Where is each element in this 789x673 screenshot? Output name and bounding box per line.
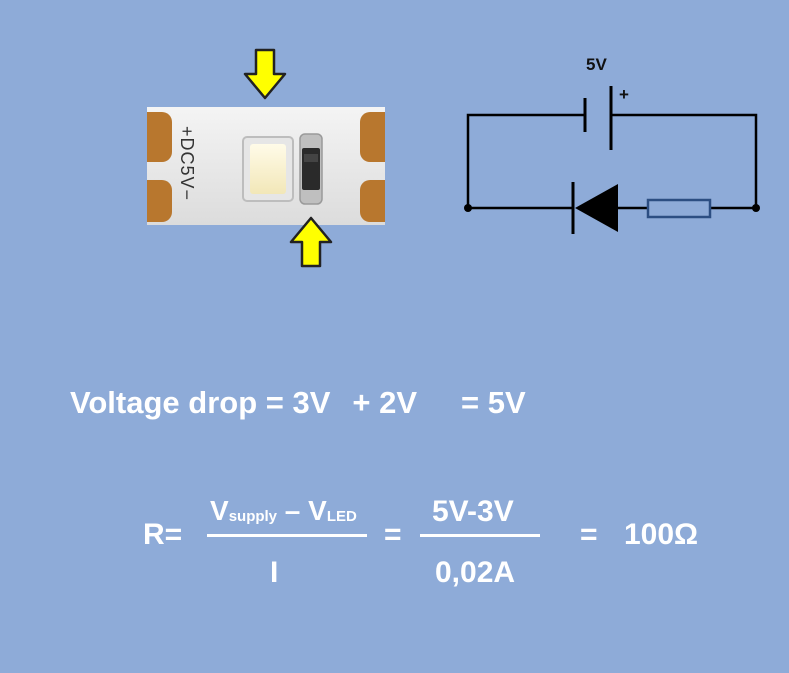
formula-numerator-2: 5V-3V xyxy=(432,495,514,528)
plus-terminal-label: + xyxy=(619,85,629,104)
led-subscript: LED xyxy=(326,508,357,525)
formula-numerator-1: Vsupply – VLED xyxy=(210,495,357,527)
arrow-down-icon xyxy=(243,48,287,100)
equals-sign-2: = xyxy=(580,518,598,551)
resistor-symbol xyxy=(646,198,712,219)
solder-pad-top-left xyxy=(147,112,172,162)
supply-voltage-label: 5V xyxy=(586,55,607,74)
junction-dot-right xyxy=(752,204,760,212)
solder-pad-bottom-left xyxy=(147,180,172,222)
v-symbol: V xyxy=(308,495,327,526)
solder-pad-bottom-right xyxy=(360,180,385,222)
minus-sign: – xyxy=(277,495,309,526)
v-symbol: V xyxy=(210,495,229,526)
circuit-diagram: 5V + xyxy=(464,55,760,234)
voltage-drop-equation: Voltage drop = 3V + 2V = 5V xyxy=(70,385,526,421)
voltage-drop-lead: Voltage drop = 3V xyxy=(70,385,331,420)
supply-subscript: supply xyxy=(228,508,278,525)
fraction-line-2 xyxy=(420,534,540,537)
wire-top-left xyxy=(466,113,585,208)
solder-pad-top-right xyxy=(360,112,385,162)
formula-denominator-2: 0,02A xyxy=(435,556,516,589)
strip-label: +DC5V− xyxy=(177,126,197,201)
wire-top-right xyxy=(611,113,758,208)
equals-sign-1: = xyxy=(384,518,402,551)
formula-lhs: R= xyxy=(143,518,183,551)
resistance-result: 100Ω xyxy=(624,518,699,551)
led-strip-photo: +DC5V− xyxy=(147,48,385,268)
arrow-up-icon xyxy=(289,216,333,268)
diode-triangle xyxy=(575,184,618,232)
led-chip-phosphor xyxy=(250,144,286,194)
formula-denominator-1: I xyxy=(270,556,279,589)
fraction-line-1 xyxy=(207,534,367,537)
junction-dot-left xyxy=(464,204,472,212)
voltage-drop-plus: + 2V xyxy=(352,385,418,420)
voltage-drop-result: = 5V xyxy=(461,385,526,420)
